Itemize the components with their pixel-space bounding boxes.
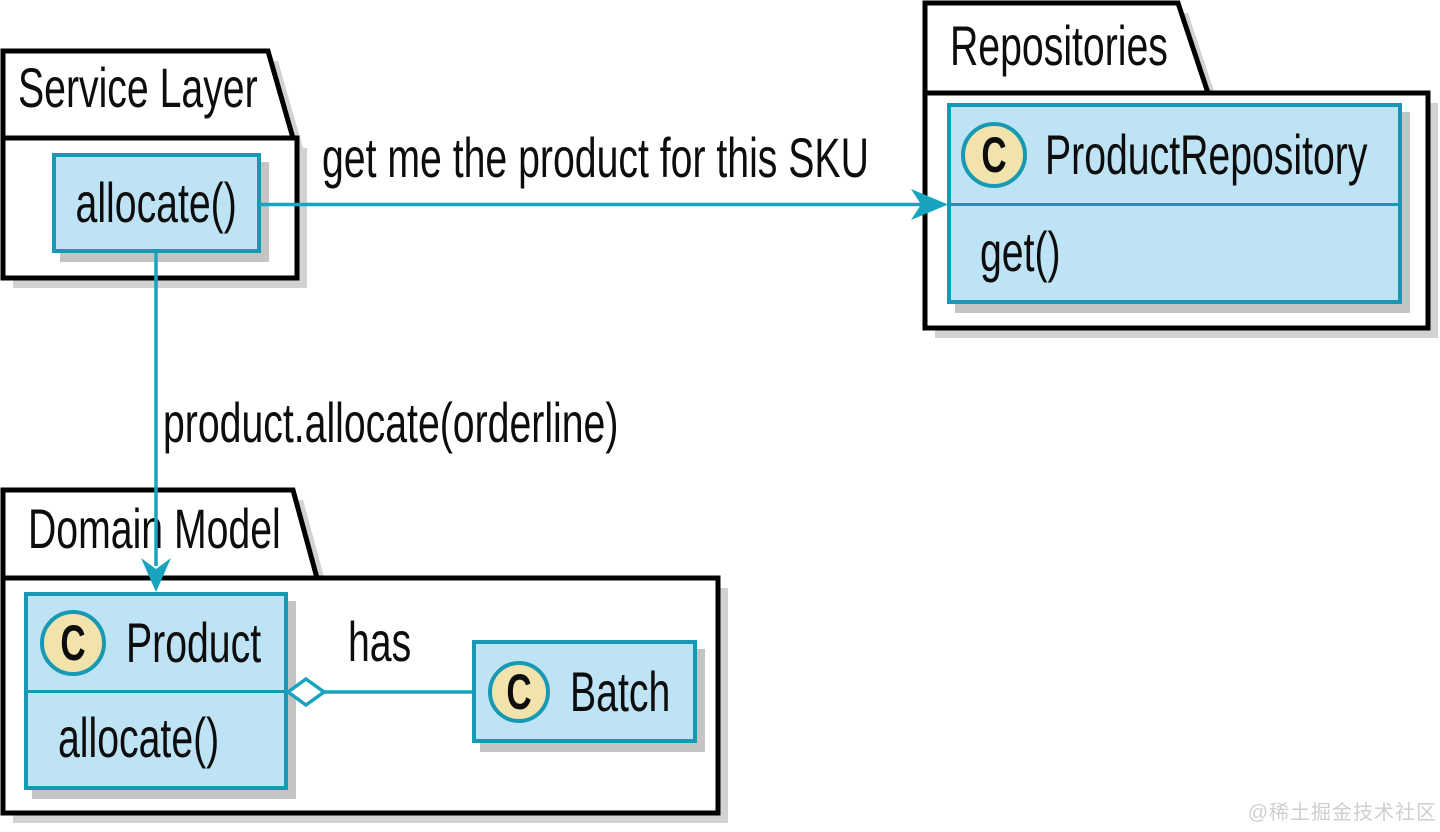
service-allocate-label: allocate() [75,171,238,234]
class-product: C Product allocate() [24,592,288,790]
service-allocate-box: allocate() [52,153,261,253]
allocate-call-label: product.allocate(orderline) [163,391,619,454]
package-title-service-layer: Service Layer [18,56,258,119]
package-title-domain-model: Domain Model [28,497,281,560]
class-stereotype-icon: C [40,610,106,676]
get-message-label: get me the product for this SKU [322,126,869,189]
package-title-repositories: Repositories [950,14,1168,77]
class-product-repository: C ProductRepository get() [947,103,1402,304]
method-get: get() [980,219,1061,283]
class-stereotype-icon: C [961,122,1027,188]
class-name-product-repository: ProductRepository [1045,123,1368,186]
class-stereotype-icon: C [488,660,550,723]
method-allocate: allocate() [58,706,220,769]
watermark: @稀土掘金技术社区 [1247,802,1437,824]
class-name-batch: Batch [570,659,671,723]
class-batch: C Batch [472,640,697,743]
class-name-product: Product [126,611,262,674]
has-relation-label: has [348,610,412,673]
